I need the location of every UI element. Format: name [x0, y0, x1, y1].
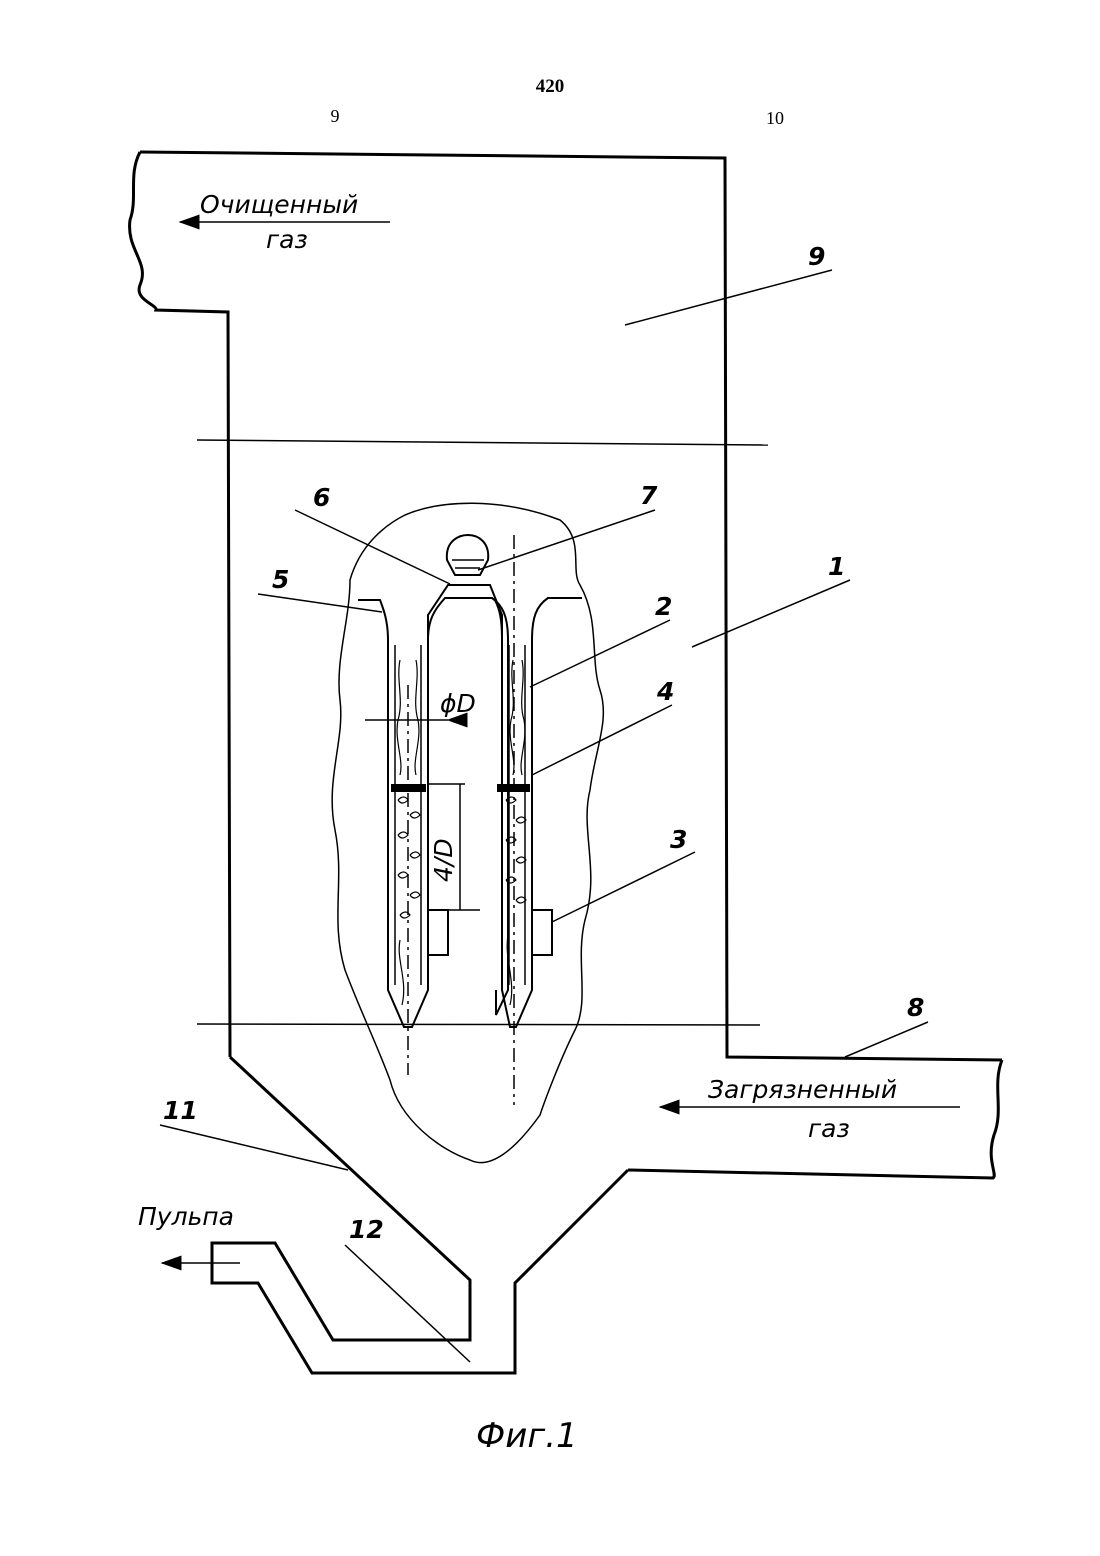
dimension-d-label: ϕD	[440, 689, 476, 718]
right-tube-inner	[509, 645, 525, 985]
callout-1: 1	[828, 552, 845, 581]
housing-outline	[140, 152, 1002, 1060]
leader-8	[845, 1022, 928, 1057]
callout-8: 8	[907, 993, 924, 1022]
swirl-right-upper	[510, 660, 525, 775]
callout-9: 9	[808, 242, 825, 271]
section-line-upper	[197, 440, 768, 445]
callout-3: 3	[670, 825, 687, 854]
housing-break-left	[130, 152, 230, 1057]
drain-pocket-left	[428, 910, 448, 955]
cutaway-outline	[332, 503, 603, 1162]
leader-11	[160, 1125, 348, 1170]
dirty-gas-label-2: газ	[808, 1114, 850, 1143]
clean-gas-label-1: Очищенный	[200, 190, 358, 219]
leader-1	[692, 580, 850, 647]
pulp-label: Пульпа	[138, 1202, 234, 1231]
figure-caption: Фиг.1	[476, 1416, 578, 1456]
leader-7	[478, 510, 655, 570]
clean-gas-label-2: газ	[266, 225, 308, 254]
nozzle-cap	[428, 585, 502, 650]
leader-9	[625, 270, 832, 325]
grid-right	[497, 784, 530, 792]
leader-3	[552, 852, 695, 922]
dirty-gas-label-1: Загрязненный	[708, 1075, 897, 1104]
hopper	[212, 1057, 628, 1373]
leader-4	[532, 705, 672, 775]
callout-11: 11	[163, 1096, 198, 1125]
dimension-l-label: 4/D	[429, 838, 458, 882]
callout-7: 7	[640, 481, 658, 510]
grid-left	[391, 784, 426, 792]
leader-5	[258, 594, 382, 612]
drain-pocket-right	[532, 910, 552, 955]
callout-2: 2	[655, 592, 672, 621]
left-tube	[358, 598, 508, 1027]
section-line-lower	[197, 1024, 760, 1025]
leader-6	[295, 510, 450, 584]
leader-2	[530, 620, 670, 687]
callout-12: 12	[349, 1215, 384, 1244]
callout-4: 4	[656, 677, 674, 706]
foam-left	[398, 797, 420, 1005]
callout-6: 6	[313, 483, 330, 512]
callout-5: 5	[272, 565, 289, 594]
